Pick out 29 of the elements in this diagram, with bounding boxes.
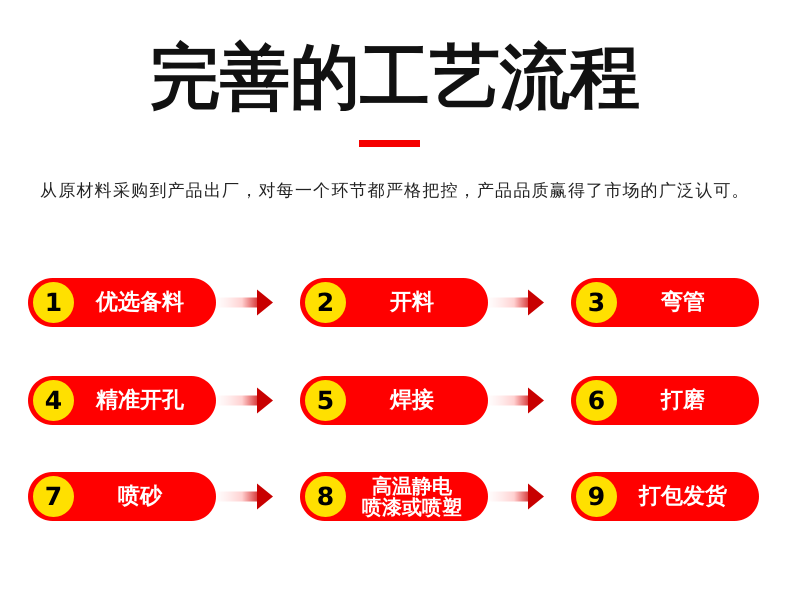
number-badge: 7 — [33, 476, 74, 517]
step-pill — [28, 376, 216, 425]
step-label: 开料 — [390, 290, 434, 316]
number-badge: 8 — [305, 476, 346, 517]
number-badge: 6 — [576, 380, 617, 421]
title-text: 完善的工艺流程 — [150, 35, 640, 119]
number-badge: 4 — [33, 380, 74, 421]
step-pill — [571, 278, 759, 327]
step-label: 打包发货 — [639, 484, 727, 510]
step-pill — [28, 278, 216, 327]
step-label: 焊接 — [390, 388, 434, 414]
number-badge: 3 — [576, 282, 617, 323]
step-label: 高温静电喷漆或喷塑 — [362, 476, 462, 518]
step-label: 打磨 — [661, 388, 705, 414]
step-pill — [571, 376, 759, 425]
number-badge: 9 — [576, 476, 617, 517]
step-pill — [300, 376, 488, 425]
subtitle-text: 从原材料采购到产品出厂，对每一个环节都严格把控，产品品质赢得了市场的广泛认可。 — [40, 180, 750, 202]
step-pill — [571, 472, 759, 521]
number-badge: 2 — [305, 282, 346, 323]
number-badge: 5 — [305, 380, 346, 421]
step-label: 弯管 — [661, 290, 705, 316]
step-label: 优选备料 — [96, 290, 184, 316]
step-pill — [300, 472, 488, 521]
step-label: 喷砂 — [118, 484, 162, 510]
step-pill — [28, 472, 216, 521]
number-badge: 1 — [33, 282, 74, 323]
step-pill — [300, 278, 488, 327]
step-label: 精准开孔 — [96, 388, 184, 414]
